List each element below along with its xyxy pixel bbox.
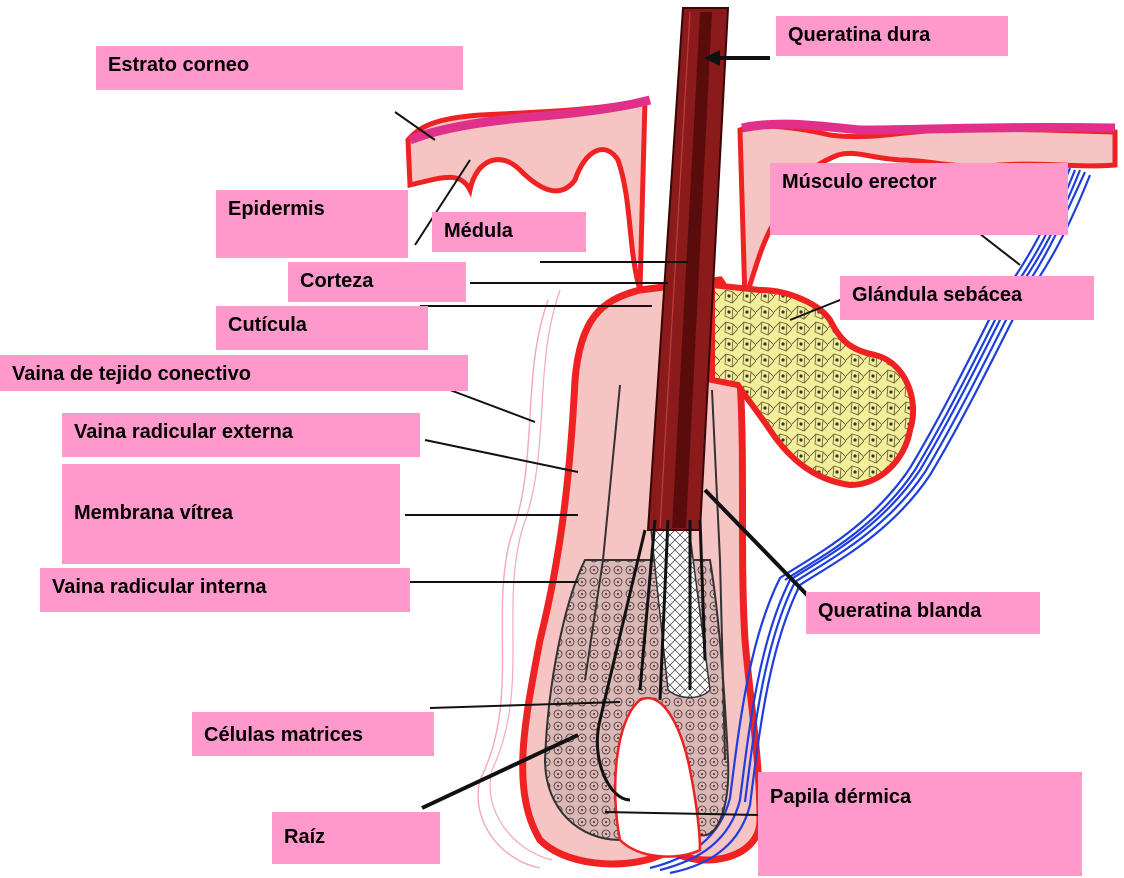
- label-celulas-matrices: Células matrices: [192, 712, 434, 756]
- label-vaina-radicular-interna: Vaina radicular interna: [40, 568, 410, 612]
- label-musculo-erector: Músculo erector: [770, 163, 1068, 235]
- label-raiz: Raíz: [272, 812, 440, 864]
- label-corteza: Corteza: [288, 262, 466, 302]
- label-cuticula: Cutícula: [216, 306, 428, 350]
- label-vaina-radicular-externa: Vaina radicular externa: [62, 413, 420, 457]
- label-epidermis: Epidermis: [216, 190, 408, 258]
- leader-musculo: [975, 230, 1020, 265]
- leader-vaina-conectivo: [450, 390, 535, 422]
- label-estrato-corneo: Estrato corneo: [96, 46, 463, 90]
- label-glandula-sebacea: Glándula sebácea: [840, 276, 1094, 320]
- label-medula: Médula: [432, 212, 586, 252]
- label-queratina-blanda: Queratina blanda: [806, 592, 1040, 634]
- label-papila-dermica: Papila dérmica: [758, 772, 1082, 876]
- leader-vaina-externa: [425, 440, 578, 472]
- label-vaina-tejido-conectivo: Vaina de tejido conectivo: [0, 355, 468, 391]
- label-queratina-dura: Queratina dura: [776, 16, 1008, 56]
- label-membrana-vitrea: Membrana vítrea: [62, 464, 400, 564]
